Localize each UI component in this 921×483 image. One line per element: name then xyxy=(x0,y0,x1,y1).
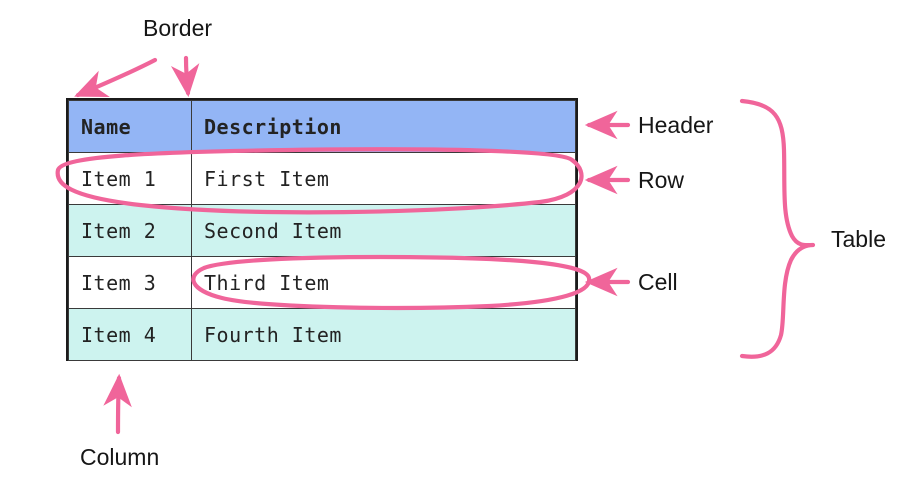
cell-description: Second Item xyxy=(191,204,576,257)
table-row: Item 4 Fourth Item xyxy=(68,308,576,361)
label-border: Border xyxy=(143,15,213,41)
html-table-figure: Name Description Item 1 First Item Item … xyxy=(66,98,578,361)
label-column: Column xyxy=(80,444,160,470)
cell-name: Item 3 xyxy=(68,256,192,309)
cell-description: First Item xyxy=(191,152,576,205)
cell-name: Item 4 xyxy=(68,308,192,361)
cell-name: Item 1 xyxy=(68,152,192,205)
table-body: Item 1 First Item Item 2 Second Item Ite… xyxy=(68,152,576,361)
header-row: Name Description xyxy=(68,100,576,153)
label-header: Header xyxy=(638,112,714,138)
label-table: Table xyxy=(831,226,886,252)
cell-description: Third Item xyxy=(191,256,576,309)
table-brace xyxy=(739,98,816,359)
border-arrow-divider xyxy=(170,55,200,98)
demo-table: Name Description Item 1 First Item Item … xyxy=(68,100,576,361)
label-cell: Cell xyxy=(638,269,678,295)
column-header-description: Description xyxy=(191,100,576,153)
column-header-name: Name xyxy=(68,100,192,153)
table-row: Item 1 First Item xyxy=(68,152,576,205)
table-header: Name Description xyxy=(68,100,576,153)
label-row: Row xyxy=(638,167,685,193)
border-arrow-corner xyxy=(74,57,158,98)
table-row: Item 3 Third Item xyxy=(68,256,576,309)
cell-description: Fourth Item xyxy=(191,308,576,361)
table-row: Item 2 Second Item xyxy=(68,204,576,257)
column-arrow xyxy=(103,373,132,435)
cell-name: Item 2 xyxy=(68,204,192,257)
